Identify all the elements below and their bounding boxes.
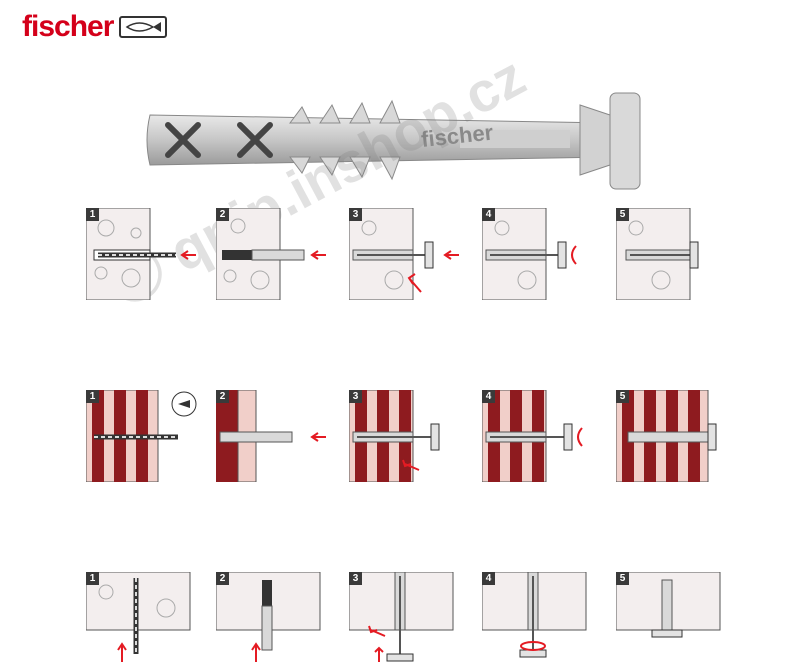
brick-step-1: 1 xyxy=(86,390,200,482)
step-number: 5 xyxy=(616,572,629,585)
brick-step-3: 3 xyxy=(349,390,463,482)
step-number: 1 xyxy=(86,572,99,585)
step-number: 2 xyxy=(216,572,229,585)
brand-logo: fischer xyxy=(22,10,168,44)
step-number: 4 xyxy=(482,572,495,585)
step-number: 3 xyxy=(349,572,362,585)
step-number: 1 xyxy=(86,208,99,221)
ceiling-step-4: 4 xyxy=(482,572,596,664)
ceiling-step-1: 1 xyxy=(86,572,200,664)
fish-badge-icon xyxy=(119,16,168,38)
concrete-step-2: 2 xyxy=(216,208,330,300)
step-number: 3 xyxy=(349,208,362,221)
ceiling-step-2: 2 xyxy=(216,572,330,664)
concrete-step-1: 1 xyxy=(86,208,200,300)
step-number: 2 xyxy=(216,208,229,221)
step-number: 3 xyxy=(349,390,362,403)
step-number: 2 xyxy=(216,390,229,403)
concrete-step-3: 3 xyxy=(349,208,463,300)
brick-step-5: 5 xyxy=(616,390,730,482)
step-number: 1 xyxy=(86,390,99,403)
step-number: 5 xyxy=(616,390,629,403)
anchor-illustration: fischer xyxy=(140,85,660,195)
ceiling-step-5: 5 xyxy=(616,572,730,664)
brick-step-4: 4 xyxy=(482,390,596,482)
ceiling-step-3: 3 xyxy=(349,572,463,664)
step-number: 4 xyxy=(482,390,495,403)
brand-name: fischer xyxy=(22,10,114,43)
step-number: 5 xyxy=(616,208,629,221)
step-number: 4 xyxy=(482,208,495,221)
brick-step-2: 2 xyxy=(216,390,330,482)
concrete-step-5: 5 xyxy=(616,208,730,300)
concrete-step-4: 4 xyxy=(482,208,596,300)
